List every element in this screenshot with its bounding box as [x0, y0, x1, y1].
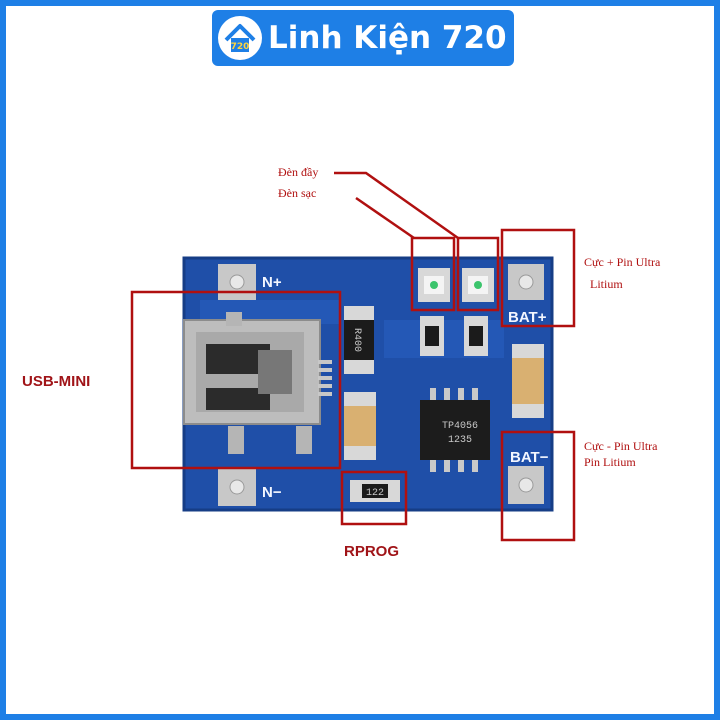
usb-mini-highlight — [130, 290, 342, 470]
label-cuc-duong-1: Cực + Pin Ultra — [584, 255, 661, 269]
resistor-r400-text: R400 — [351, 328, 362, 352]
label-den-sac: Đèn sạc — [278, 186, 316, 200]
brand-name: Linh Kiện 720 — [268, 20, 507, 56]
chip-code: 1235 — [448, 435, 472, 446]
silk-bat-plus: BAT+ — [508, 309, 547, 326]
led-charge — [462, 268, 494, 302]
usb-mini-connector — [183, 312, 332, 454]
led-full-highlight — [410, 236, 456, 312]
label-den-day: Đèn đầy — [278, 165, 318, 179]
rprog-resistor: 122 — [350, 480, 400, 502]
logo-text: 720 — [231, 42, 250, 52]
rprog-text: 122 — [366, 488, 384, 499]
tp4056-chip: TP4056 1235 — [420, 388, 490, 472]
leader-line-den-day — [334, 171, 459, 240]
chip-text: TP4056 — [442, 421, 478, 432]
bat-minus-highlight — [500, 430, 576, 542]
mounting-hole-batplus — [508, 264, 544, 300]
label-cuc-duong-2: Litium — [590, 277, 623, 291]
leader-line-den-sac — [355, 196, 415, 240]
label-usb-mini: USB-MINI — [22, 373, 90, 390]
mounting-hole-batminus — [508, 466, 544, 504]
led-full — [418, 268, 450, 302]
capacitor-left — [344, 392, 376, 460]
silk-n-plus: N+ — [262, 274, 282, 291]
silk-n-minus: N− — [262, 484, 282, 501]
label-cuc-am-2: Pin Litium — [584, 455, 636, 469]
label-rprog: RPROG — [344, 543, 399, 560]
bat-plus-highlight — [500, 228, 576, 328]
brand-badge: 720 Linh Kiện 720 — [212, 10, 514, 66]
silk-bat-minus: BAT− — [510, 449, 549, 466]
resistor-led-2 — [464, 316, 488, 356]
rprog-highlight — [340, 470, 408, 526]
house-logo-icon: 720 — [218, 16, 262, 60]
mounting-hole-nminus — [218, 468, 256, 506]
resistor-r400: R400 — [344, 306, 374, 374]
resistor-led-1 — [420, 316, 444, 356]
label-cuc-am-1: Cực - Pin Ultra — [584, 439, 658, 453]
capacitor-right — [512, 344, 544, 418]
mounting-hole-nplus — [218, 264, 256, 300]
led-charge-highlight — [456, 236, 500, 312]
